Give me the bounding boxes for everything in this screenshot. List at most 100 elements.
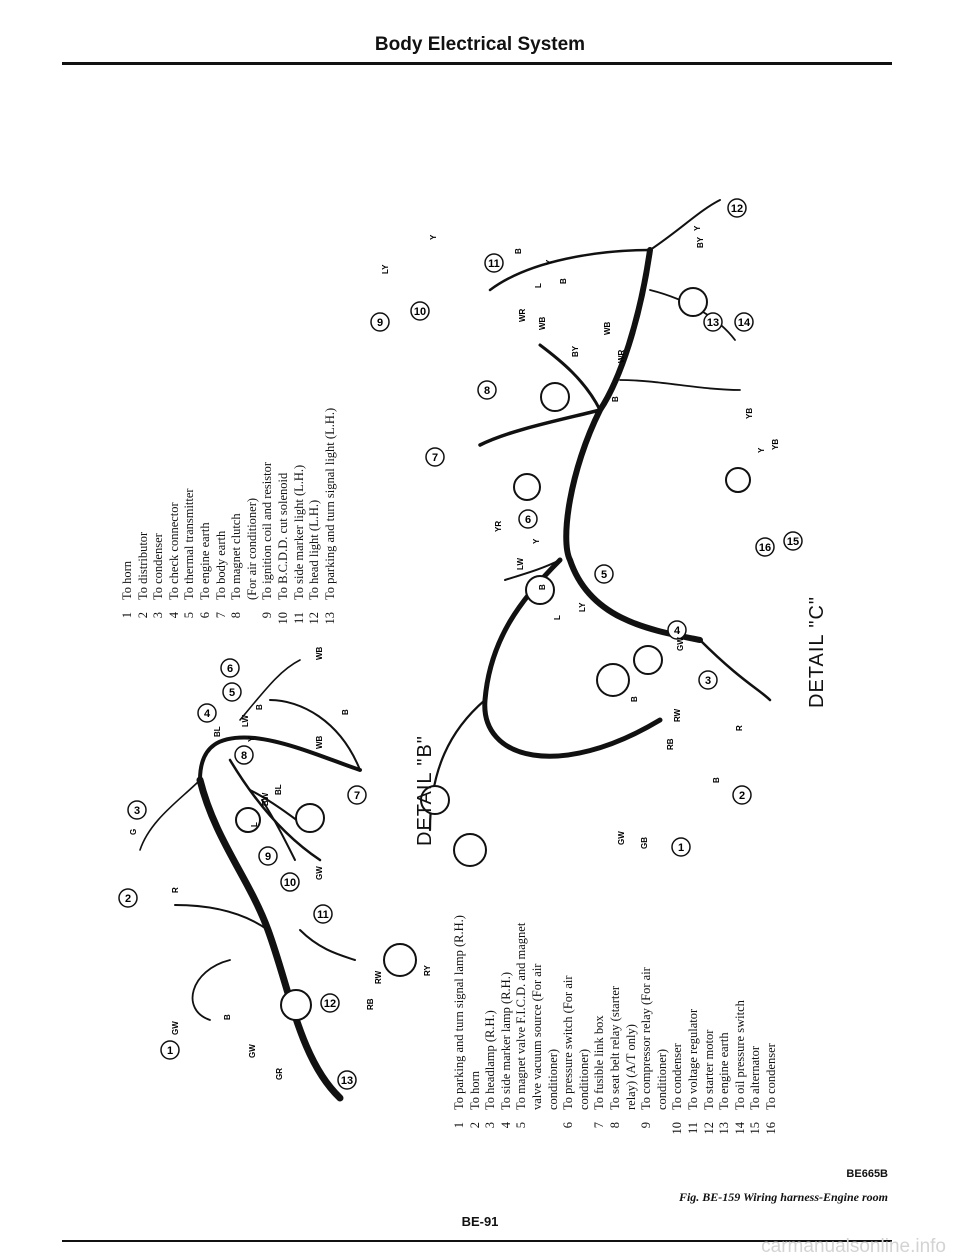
detail-a-legend-text: To parking and turn signal lamp (R.H.) <box>452 915 466 1110</box>
wire-code-label: RB <box>366 998 375 1010</box>
detail-b-label: DETAIL "B" <box>414 735 436 846</box>
wire-code-label: Y <box>757 447 766 453</box>
detail-a-legend-number: 15 <box>748 1122 763 1135</box>
detail-a-legend-text: To engine earth <box>717 1032 732 1110</box>
wire-code-label: G <box>129 829 138 835</box>
callout-b-9: 9 <box>265 851 271 863</box>
detail-a-legend-number <box>546 1110 562 1150</box>
detail-b-legend-text: To side marker light (L.H.) <box>291 464 306 600</box>
callout-c-3: 3 <box>705 675 711 687</box>
detail-b-legend-number: 8 <box>229 612 244 619</box>
callout-b-7: 7 <box>354 790 360 802</box>
callout-b-6: 6 <box>227 663 233 675</box>
detail-a-legend-text: valve vacuum source (For air <box>529 963 544 1110</box>
callout-c-6: 6 <box>525 514 531 526</box>
wire-code-label: B <box>611 396 620 402</box>
callout-c-14: 14 <box>738 317 751 329</box>
wire-code-label: GW <box>315 866 324 880</box>
detail-a-legend-text: To alternator <box>748 1045 763 1110</box>
wire-code-label: BY <box>696 236 705 248</box>
detail-a-legend-text: To seat belt relay (starter <box>607 985 622 1110</box>
wire-code-label: RW <box>673 708 682 722</box>
callout-b-5: 5 <box>229 687 235 699</box>
wire-code-label: RY <box>423 965 432 976</box>
callout-c-4: 4 <box>674 625 681 637</box>
detail-a-legend-item: conditioner) <box>577 915 593 1150</box>
detail-a-legend-text: To oil pressure switch <box>732 1000 747 1110</box>
detail-b-legend-number: 12 <box>307 612 322 625</box>
callout-c-13: 13 <box>707 317 719 329</box>
wire-code-label: Y <box>429 234 438 240</box>
callout-c-8: 8 <box>484 385 490 397</box>
wire-code-label: BL <box>274 784 283 795</box>
wire-code-label: YB <box>745 408 754 419</box>
detail-c-label: DETAIL "C" <box>806 596 828 708</box>
detail-a-legend-number <box>530 1110 546 1150</box>
wire-code-label: GW <box>617 831 626 845</box>
detail-a-legend-item: 12 To starter motor <box>702 915 718 1150</box>
detail-b-legend-number: 9 <box>260 612 275 619</box>
detail-a-legend-number: 12 <box>701 1122 716 1135</box>
callout-c-12: 12 <box>731 203 743 215</box>
callout-c-2: 2 <box>739 790 745 802</box>
detail-b-legend-text: To magnet clutch <box>229 513 244 600</box>
wire-code-label: B <box>630 696 639 702</box>
callout-b-8: 8 <box>241 750 247 762</box>
wire-code-label: WB <box>315 646 324 660</box>
wire-code-label: GB <box>640 837 649 849</box>
wire-code-label: WB <box>603 321 612 335</box>
wire-code-label: B <box>559 278 568 284</box>
detail-a-legend-number: 8 <box>607 1122 622 1129</box>
detail-a-legend-item: 8 To seat belt relay (starter <box>608 915 624 1150</box>
callout-b-13: 13 <box>341 1075 353 1087</box>
figure-caption: Fig. BE-159 Wiring harness-Engine room <box>678 1190 888 1204</box>
detail-a-legend-item: relay) (A/T only) <box>624 915 640 1150</box>
wire-code-label: R <box>735 725 744 731</box>
wire-code-label: WR <box>518 308 527 322</box>
wire-code-label: L <box>534 283 543 288</box>
wire-code-label: GW <box>248 1044 257 1058</box>
detail-a-legend-number: 1 <box>452 1122 466 1129</box>
wire-code-label: B <box>514 248 523 254</box>
callout-c-10: 10 <box>414 306 426 318</box>
callout-c-5: 5 <box>601 569 607 581</box>
wire-code-label: LY <box>578 602 587 612</box>
callout-c-11: 11 <box>488 258 500 270</box>
detail-b-legend-text: (For air conditioner) <box>244 497 259 600</box>
detail-b-legend-text: To parking and turn signal light (L.H.) <box>322 407 337 600</box>
detail-a-legend-item: conditioner) <box>546 915 562 1150</box>
wire-code-label: L <box>250 822 259 827</box>
detail-a-legend-text: To compressor relay (For air <box>639 967 654 1110</box>
detail-a-legend-item: 9 To compressor relay (For air <box>639 915 655 1150</box>
wire-code-label: GR <box>275 1068 284 1080</box>
detail-a-legend-number <box>655 1110 671 1150</box>
detail-a-legend-number <box>624 1110 640 1150</box>
page-header-title: Body Electrical System <box>374 34 586 55</box>
wire-code-label: RW <box>374 970 383 984</box>
detail-b-legend-item: 12 To head light (L.H.) <box>307 408 323 640</box>
detail-a-legend-number: 16 <box>763 1122 778 1135</box>
detail-a-legend-text: To starter motor <box>701 1029 716 1110</box>
callout-c-1: 1 <box>678 842 684 854</box>
detail-a-legend-text: To condenser <box>670 1043 685 1110</box>
detail-a-legend-number: 5 <box>514 1122 529 1129</box>
wire-code-label: R <box>171 887 180 893</box>
wire-code-label: L <box>553 615 562 620</box>
wire-code-label: LY <box>381 264 390 274</box>
detail-a-legend-number: 2 <box>467 1122 482 1129</box>
wire-code-label: Y <box>247 736 256 742</box>
detail-b-legend-text: To head light (L.H.) <box>307 499 322 600</box>
detail-a-legend-number: 9 <box>639 1122 654 1129</box>
callout-b-4: 4 <box>204 708 211 720</box>
detail-b-legend-number: 3 <box>151 612 166 619</box>
